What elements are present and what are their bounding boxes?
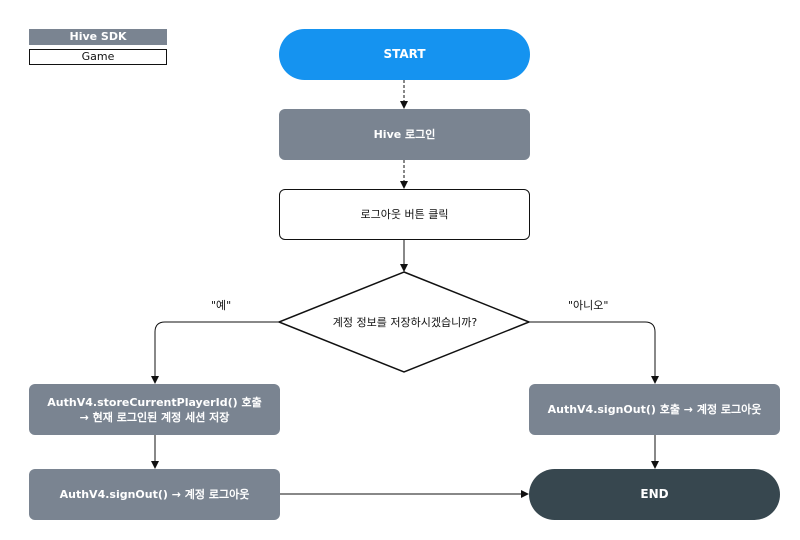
store-player-id-line1: AuthV4.storeCurrentPlayerId() 호출 xyxy=(47,395,262,409)
hive-login-node: Hive 로그인 xyxy=(279,109,530,160)
decision-diamond xyxy=(276,271,532,373)
start-node: START xyxy=(279,29,530,80)
edge-decision-yes xyxy=(151,321,279,384)
signout-left-node: AuthV4.signOut() → 계정 로그아웃 xyxy=(29,469,280,520)
store-player-id-line2: → 현재 로그인된 계정 세션 저장 xyxy=(79,410,230,424)
store-player-id-node: AuthV4.storeCurrentPlayerId() 호출 → 현재 로그… xyxy=(29,384,280,435)
end-node: END xyxy=(529,469,780,520)
edge-decision-no xyxy=(529,321,659,384)
signout-right-node: AuthV4.signOut() 호출 → 계정 로그아웃 xyxy=(529,384,780,435)
logout-click-node: 로그아웃 버튼 클릭 xyxy=(279,189,530,240)
legend-game: Game xyxy=(29,49,167,65)
legend-hive-sdk: Hive SDK xyxy=(29,29,167,45)
no-label: "아니오" xyxy=(568,299,609,312)
decision-question: 계정 정보를 저장하시겠습니까? xyxy=(332,316,478,329)
yes-label: "예" xyxy=(211,299,232,312)
